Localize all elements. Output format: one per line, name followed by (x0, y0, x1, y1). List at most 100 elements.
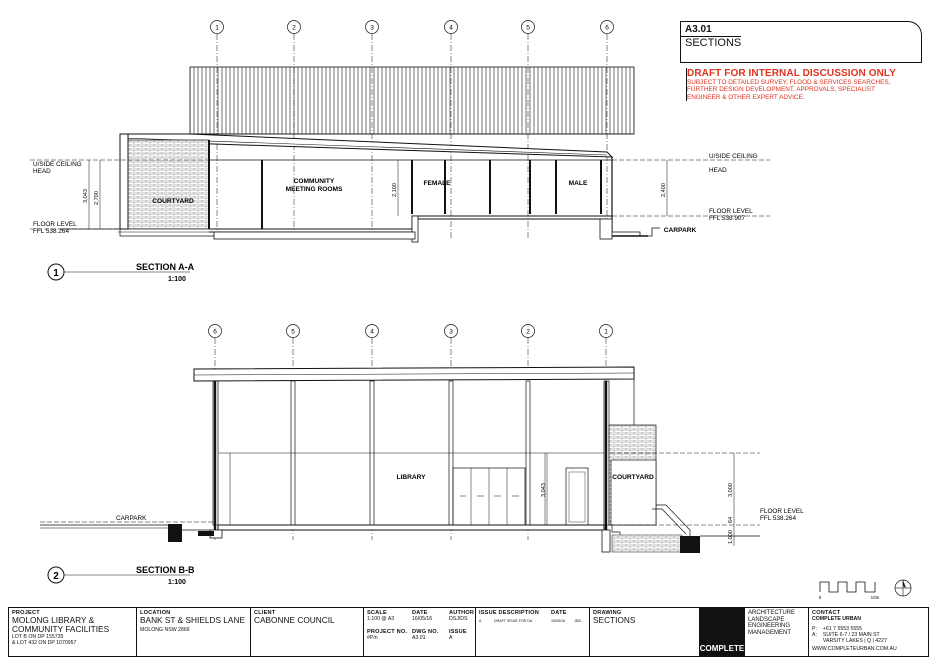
a-right-ceiling-label-2: HEAD (709, 167, 727, 174)
tb-project-no-value: #P/n (367, 635, 378, 641)
title-block: PROJECT MOLONG LIBRARY & COMMUNITY FACIL… (8, 607, 929, 657)
grid-b-label-4: 4 (370, 329, 374, 336)
grid-b-label-2: 2 (526, 329, 530, 336)
section-b-building (40, 366, 760, 553)
tb-issues: ISSUE DESCRIPTION DATE A DRAFT ISSUE FOR… (476, 608, 590, 656)
b-floor-label-1: FLOOR LEVEL (760, 508, 804, 515)
a-room-community-2: MEETING ROOMS (286, 186, 343, 193)
tb-location: LOCATION BANK ST & SHIELDS LANE MOLONG N… (137, 608, 251, 656)
tb-contact-p-value: +61 7 5553 5555 (822, 626, 862, 632)
a-room-male: MALE (569, 180, 588, 187)
section-a-heading: SECTION A-A (136, 262, 195, 272)
section-b-marker: 2 (53, 571, 59, 582)
tb-contact-p-label: P: (812, 626, 817, 632)
tb-service-2: LANDSCAPE (748, 616, 785, 623)
tb-issue-label: ISSUE (449, 629, 467, 635)
tb-client-name: CABONNE COUNCIL (254, 615, 335, 625)
b-dim-height: 3,043 (541, 483, 547, 497)
tb-client: CLIENT CABONNE COUNCIL (251, 608, 364, 656)
tb-date-value: 16/05/16 (412, 616, 433, 622)
tb-issue-row-date: 16/05/16 (551, 619, 565, 623)
grid-a-label-6: 6 (605, 25, 609, 32)
b-dim-courtyard-wall: 3,000 (728, 483, 734, 497)
tb-issue-desc-label: ISSUE DESCRIPTION (479, 610, 539, 616)
tb-service-1: ARCHITECTURE (748, 610, 796, 616)
tb-scale-date: SCALE 1:100 @ A3 DATE 16/05/16 AUTHOR DS… (364, 608, 476, 656)
section-b-levels: 3,043 3,000 64 1,000 FLOOR LEVEL FFL 538… (40, 452, 804, 546)
section-b-title: 2 SECTION B-B 1:100 (47, 565, 195, 586)
b-room-library: LIBRARY (396, 474, 426, 481)
b-dim-step: 64 (728, 517, 734, 523)
scale-bar-end: 10m (871, 595, 880, 600)
tb-drawing-label: DRAWING (593, 610, 622, 616)
tb-project-name-1: MOLONG LIBRARY & (12, 615, 95, 625)
a-left-ceiling-label-2: HEAD (33, 168, 51, 175)
tb-contact-label: CONTACT (812, 610, 841, 616)
section-b-grid: 6 5 4 3 2 1 (208, 324, 613, 540)
a-left-ceiling-label-1: U/SIDE CEILING (33, 161, 82, 168)
tb-project-label: PROJECT (12, 610, 40, 616)
section-a-marker: 1 (53, 268, 59, 279)
tb-location-2: MOLONG NSW 2866 (140, 626, 190, 633)
grid-a-label-4: 4 (449, 25, 453, 32)
section-a-courtyard-wall (119, 133, 210, 230)
sheet-title: SECTIONS (685, 37, 742, 49)
tb-contact-a-label: A: (812, 632, 817, 638)
sheet-title-box: A3.01 SECTIONS (680, 21, 922, 63)
tb-dwg-no-value: A3.01 (412, 635, 426, 641)
section-a-levels: U/SIDE CEILING HEAD FLOOR LEVEL FFL 538.… (30, 153, 770, 235)
tb-project-no-label: PROJECT NO. (367, 629, 408, 635)
draft-notice: DRAFT FOR INTERNAL DISCUSSION ONLY SUBJE… (686, 68, 923, 102)
tb-issue-row-initials: JDB (574, 619, 581, 623)
tb-scale-value: 1:100 @ A3 (367, 616, 395, 622)
tb-scale-label: SCALE (367, 610, 387, 616)
a-dim-wet-ceiling: 2,100 (392, 183, 398, 197)
a-right-ceiling-label-1: U/SIDE CEILING (709, 153, 758, 160)
tb-drawing-value: SECTIONS (593, 615, 636, 625)
section-a-rooms: COURTYARD COMMUNITY MEETING ROOMS FEMALE… (152, 178, 696, 234)
a-dim-overall: 3,043 (83, 189, 89, 203)
grid-a-label-3: 3 (370, 25, 374, 32)
b-floor-label-2: FFL 538.264 (760, 515, 796, 522)
tb-project-lot-1: LOT B ON DP 155735 (12, 633, 64, 640)
grid-a-label-2: 2 (292, 25, 296, 32)
draft-line-2: FURTHER DESIGN DEVELOPMENT, APPROVALS, S… (687, 86, 875, 94)
grid-a-label-5: 5 (526, 25, 530, 32)
b-room-courtyard: COURTYARD (612, 474, 654, 481)
tb-location-1: BANK ST & SHIELDS LANE (140, 615, 245, 625)
sheet-number: A3.01 (685, 24, 712, 35)
b-carpark: CARPARK (116, 515, 147, 522)
company-logo-text: COMPLETE (699, 644, 745, 653)
grid-a-label-1: 1 (215, 25, 219, 32)
company-logo: COMPLETE (700, 608, 745, 656)
a-dim-ceiling: 2,700 (94, 191, 100, 205)
draft-heading: DRAFT FOR INTERNAL DISCUSSION ONLY (687, 68, 896, 79)
a-left-floor-label-2: FFL 538.264 (33, 228, 69, 235)
tb-service-3: ENGINEERING (748, 623, 791, 630)
tb-author-label: AUTHOR (449, 610, 475, 616)
tb-contact-a-line1: SUITE 6-7 / 23 MAIN ST (822, 632, 880, 638)
tb-contact-web[interactable]: WWW.COMPLETEURBAN.COM.AU (812, 646, 897, 652)
section-a-building (60, 157, 660, 243)
tb-author-value: DSJ/DS (449, 616, 468, 622)
tb-issue-row-desc: DRAFT ISSUE FOR DA (494, 619, 533, 623)
grid-b-label-1: 1 (604, 329, 608, 336)
a-right-floor-label-2: FFL 538.907 (709, 215, 745, 222)
a-carpark: CARPARK (664, 227, 697, 234)
a-right-floor-label-1: FLOOR LEVEL (709, 208, 753, 215)
tb-dwg-no-label: DWG NO. (412, 629, 439, 635)
north-arrow-icon (894, 579, 912, 597)
section-b-rooms: LIBRARY COURTYARD (396, 474, 654, 481)
tb-drawing: DRAWING SECTIONS (590, 608, 700, 656)
grid-b-label-5: 5 (291, 329, 295, 336)
tb-services: ARCHITECTURE LANDSCAPE ENGINEERING MANAG… (745, 608, 809, 656)
a-room-courtyard: COURTYARD (152, 198, 194, 205)
sheet-title-rule (681, 36, 741, 37)
tb-contact-a-line2: VARSITY LAKES | Q | 4227 (822, 638, 887, 644)
tb-issue-row-letter: A (479, 619, 482, 623)
section-b-scale: 1:100 (168, 579, 186, 586)
tb-contact-company: COMPLETE URBAN (812, 616, 861, 622)
section-a-title: 1 SECTION A-A 1:100 (47, 262, 195, 283)
tb-project-lot-2: & LOT 432 ON DP 1070957 (12, 639, 77, 646)
b-dim-base: 1,000 (728, 530, 734, 544)
